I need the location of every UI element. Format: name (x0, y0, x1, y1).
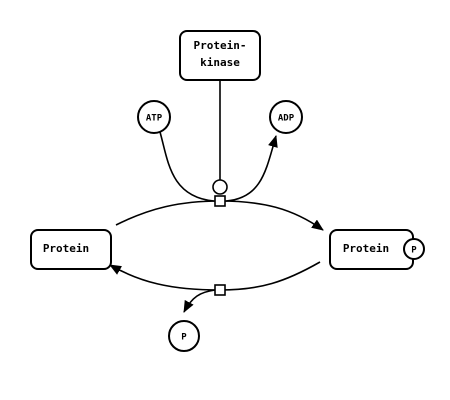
phosphoprotein-badge-label: P (411, 246, 417, 256)
phosphoprotein-node[interactable]: Protein P (329, 229, 425, 270)
adp-label: ADP (278, 114, 295, 124)
adp-node[interactable]: ADP (269, 100, 303, 134)
phosphoprotein-state-badge (403, 238, 425, 260)
forward-process-node (214, 195, 226, 207)
catalysis-modulator (212, 179, 228, 195)
protein-label: Protein (43, 242, 89, 255)
kinase-label-line2: kinase (200, 56, 240, 69)
kinase-node[interactable]: Protein- kinase (179, 30, 261, 81)
phosphate-label: P (181, 333, 187, 343)
adp-production-edge (225, 135, 278, 202)
phosphate-release-edge (183, 289, 216, 313)
phosphate-node[interactable]: P (168, 320, 200, 352)
atp-label: ATP (146, 114, 163, 124)
kinase-label-line1: Protein- (194, 39, 247, 52)
atp-node[interactable]: ATP (137, 100, 171, 134)
atp-consumption-edge (159, 131, 215, 202)
reverse-process-node (214, 284, 226, 296)
protein-node[interactable]: Protein (30, 229, 112, 270)
phosphoprotein-label: Protein (343, 242, 389, 255)
